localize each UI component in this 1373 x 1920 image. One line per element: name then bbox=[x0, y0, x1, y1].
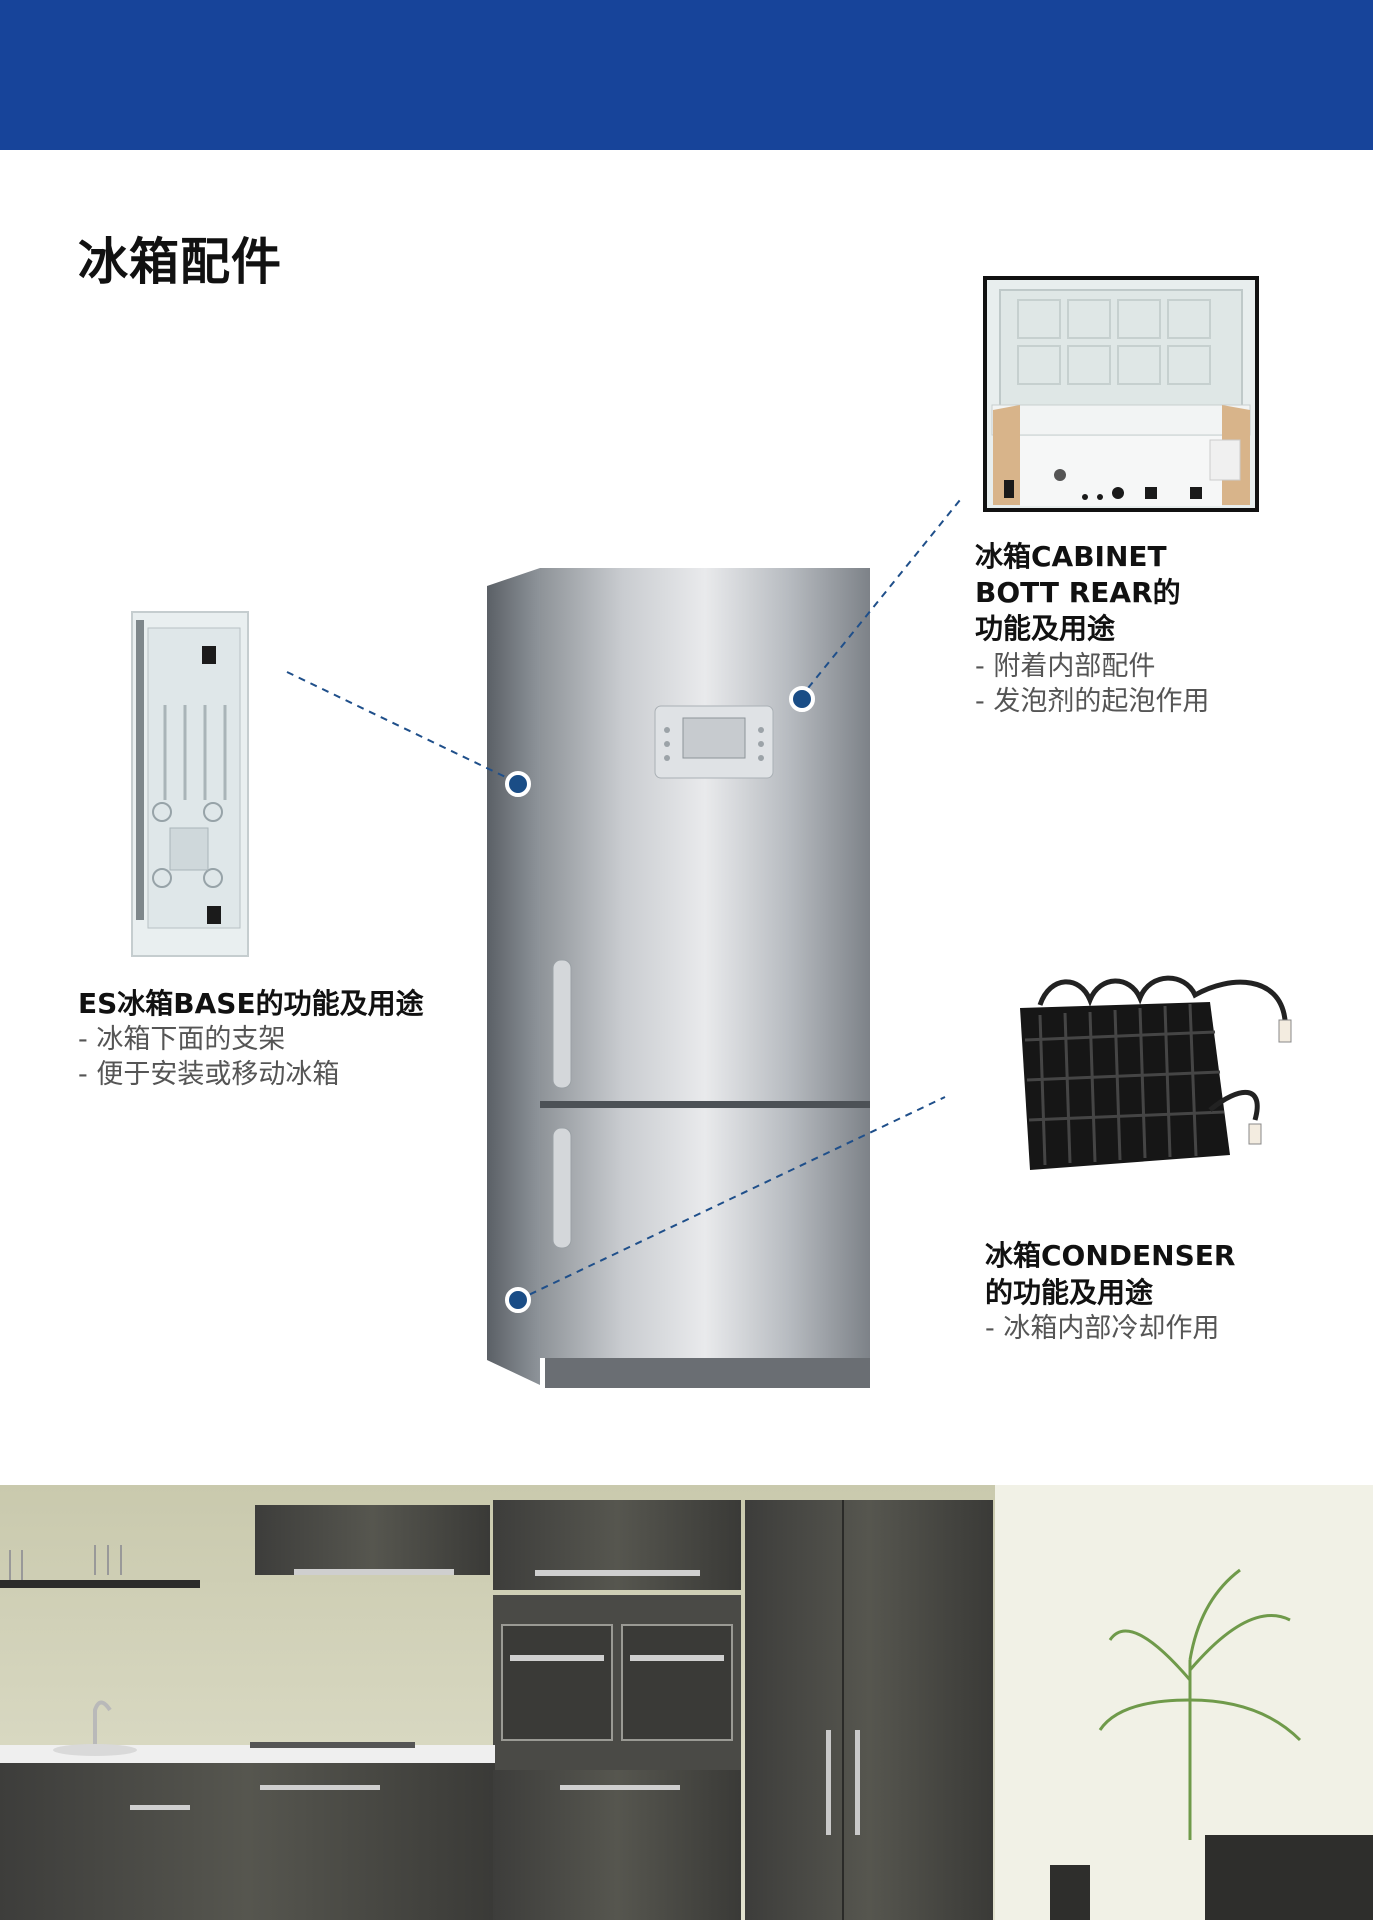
condenser-callout-title-2: 的功能及用途 bbox=[985, 1276, 1154, 1309]
condenser-callout-title-1: 冰箱CONDENSER bbox=[985, 1239, 1236, 1272]
cabinet-callout-title-2: BOTT REAR的 bbox=[975, 576, 1181, 609]
callout-markers bbox=[505, 686, 815, 1313]
marker-base bbox=[505, 771, 531, 797]
condenser-image bbox=[1020, 975, 1292, 1170]
cabinet-bott-rear-image bbox=[983, 276, 1259, 512]
cabinet-callout-item-1: - 附着内部配件 bbox=[975, 651, 1156, 682]
base-callout-title: ES冰箱BASE的功能及用途 bbox=[78, 987, 424, 1020]
base-callout-item-2: - 便于安装或移动冰箱 bbox=[78, 1059, 340, 1090]
refrigerator-image bbox=[487, 568, 870, 1388]
cabinet-callout-item-2: - 发泡剂的起泡作用 bbox=[975, 686, 1210, 717]
cabinet-callout-title-1: 冰箱CABINET bbox=[975, 540, 1167, 573]
page-title: 冰箱配件 bbox=[78, 233, 282, 291]
base-callout-item-1: - 冰箱下面的支架 bbox=[78, 1024, 286, 1055]
condenser-callout-item-1: - 冰箱内部冷却作用 bbox=[985, 1313, 1220, 1344]
base-image bbox=[131, 611, 249, 957]
marker-cabinet bbox=[789, 686, 815, 712]
connector-lines bbox=[286, 499, 961, 1301]
cabinet-callout-title-3: 功能及用途 bbox=[975, 612, 1116, 645]
kitchen-photo bbox=[0, 1485, 1373, 1920]
marker-condenser bbox=[505, 1287, 531, 1313]
header-bar bbox=[0, 0, 1373, 150]
